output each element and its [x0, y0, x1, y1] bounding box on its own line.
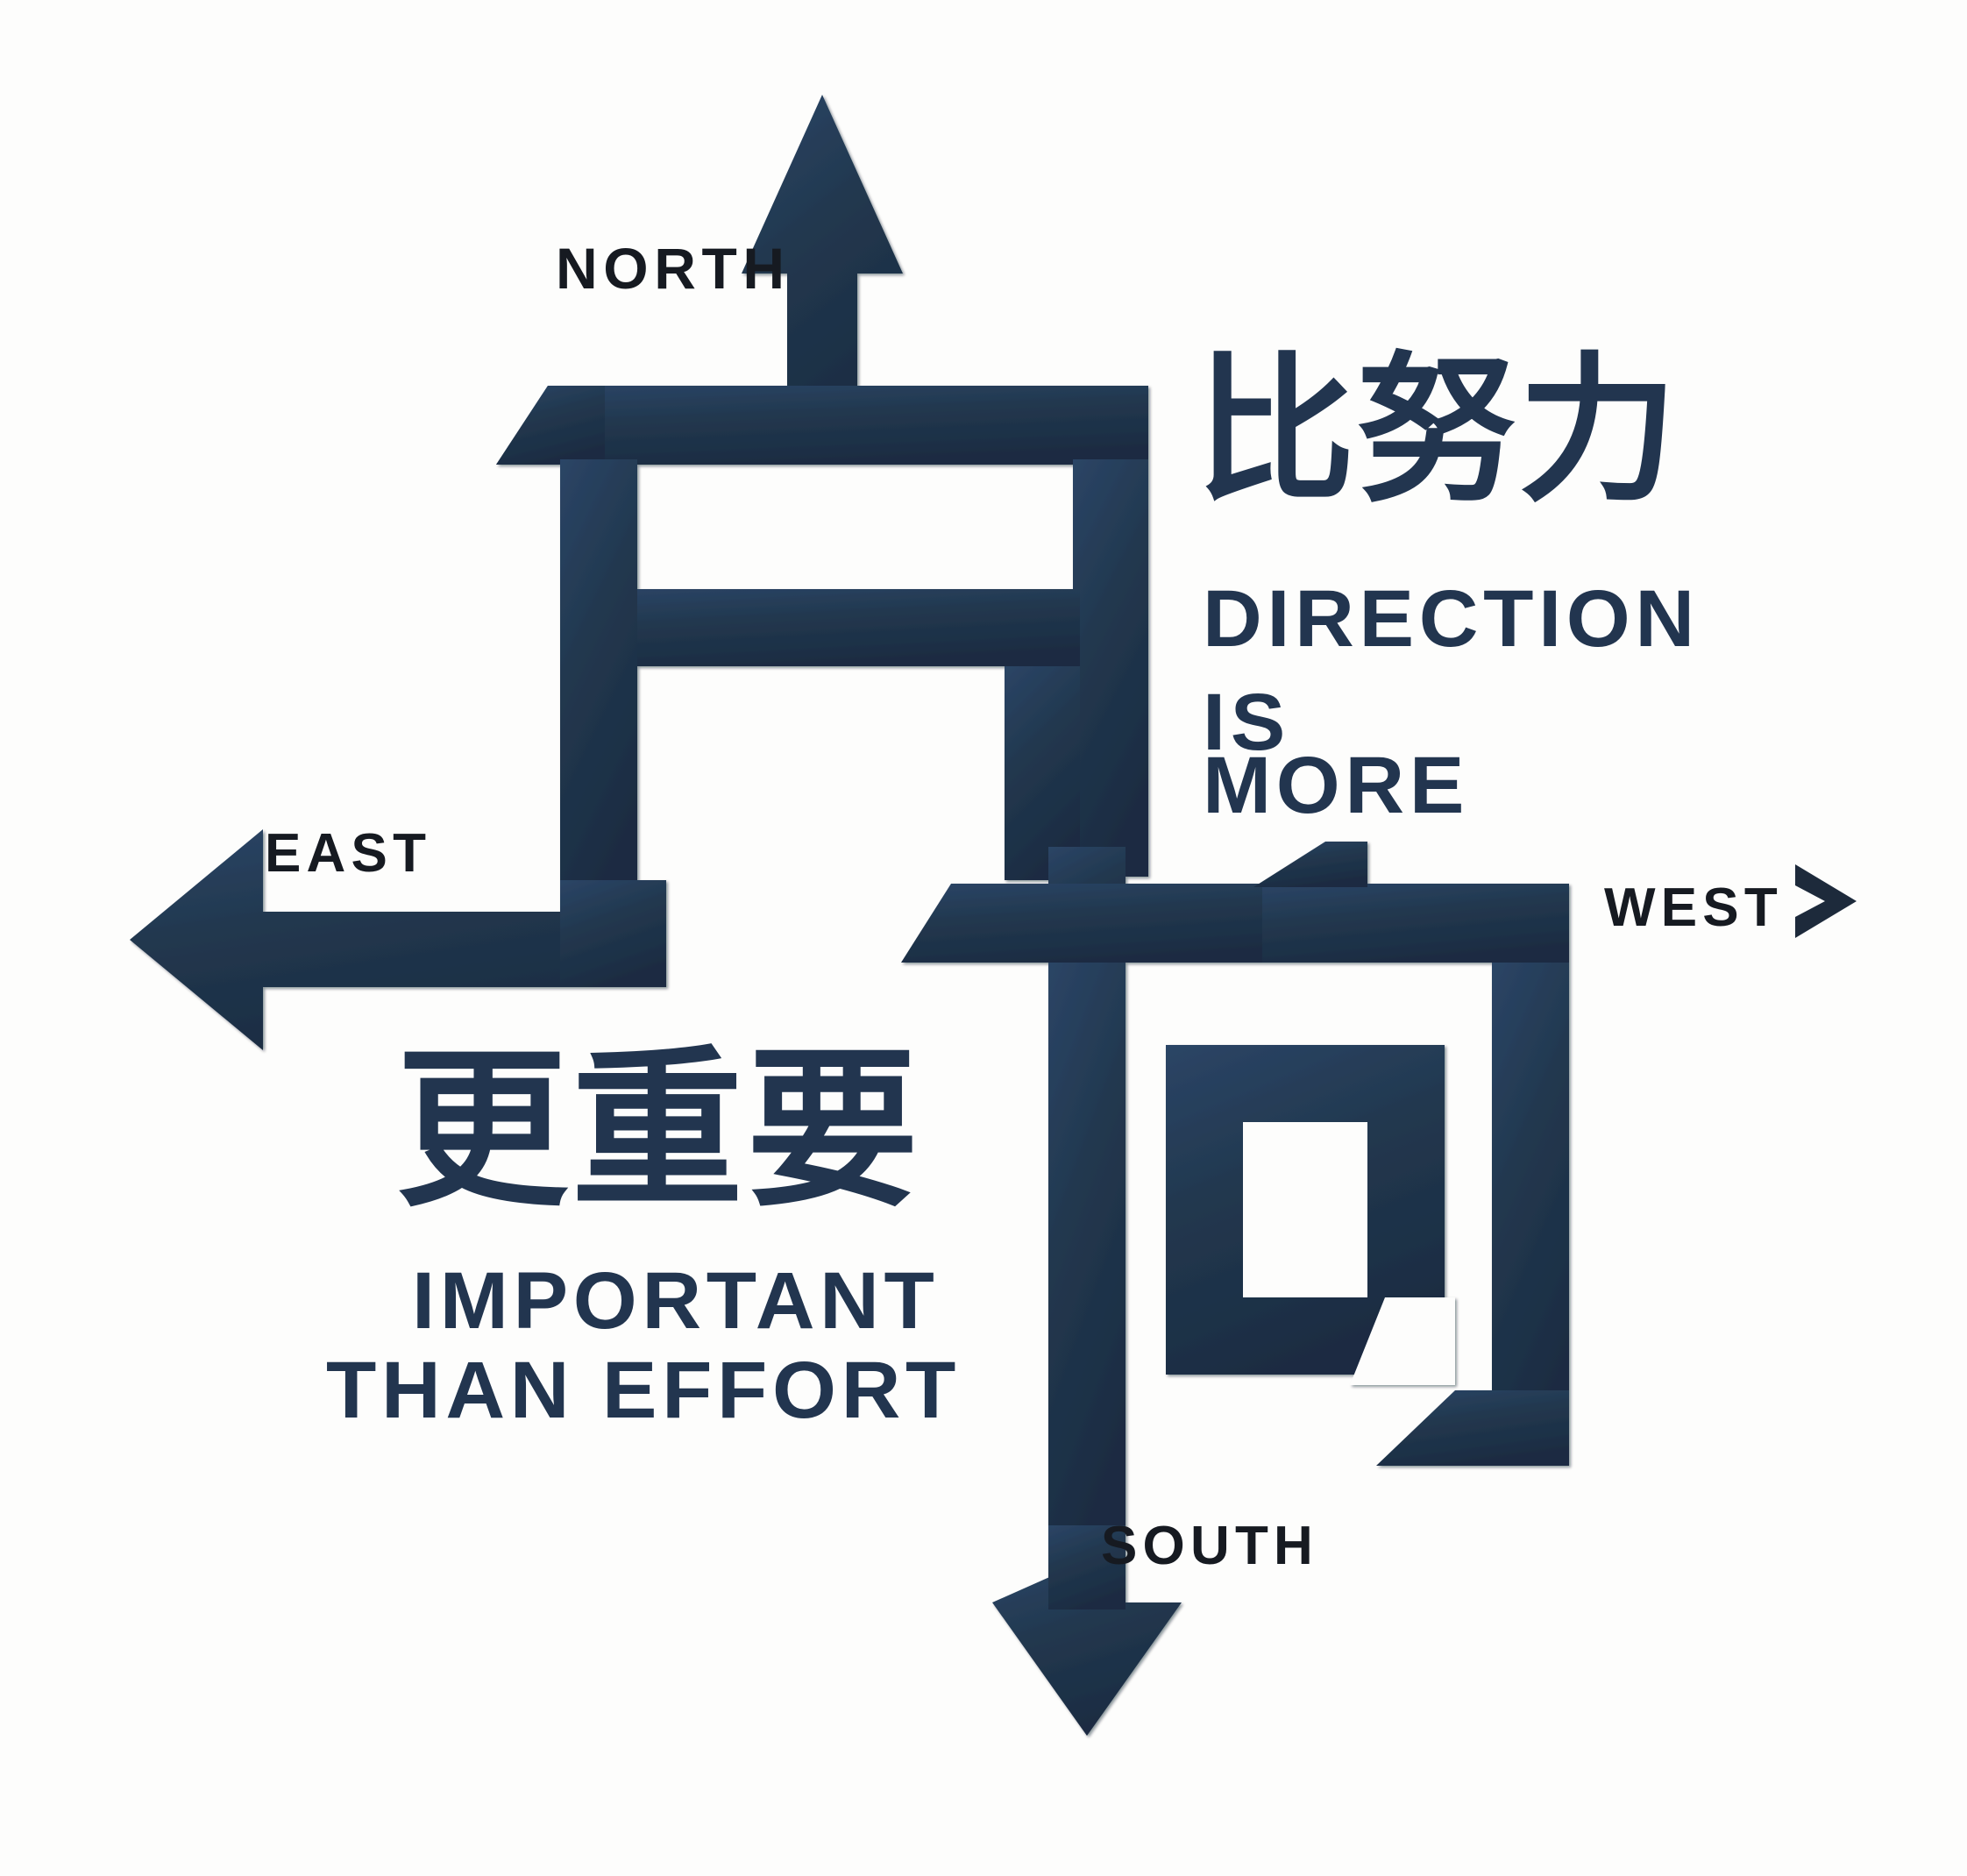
- xiang-right-hook: [1376, 1390, 1569, 1466]
- headline-line-1: DIRECTION: [1203, 574, 1700, 664]
- xiang-right-vertical: [1492, 963, 1569, 1466]
- compass-label-north: NORTH: [556, 236, 791, 301]
- xiang-top-bar: [901, 884, 1315, 963]
- north-arrow: [742, 95, 903, 459]
- fang-right-vertical: [1073, 459, 1148, 877]
- xiang-left-vertical: [1048, 963, 1126, 1559]
- south-arrow-shaft-cap: [1048, 1525, 1126, 1610]
- east-arrow: [130, 829, 637, 1050]
- xiang-top-bar-notch: [1253, 842, 1367, 887]
- fang-inner-horizontal: [561, 589, 1080, 666]
- fang-horizontal-stroke-tip: [496, 386, 605, 465]
- fang-left-vertical: [560, 459, 637, 912]
- south-arrow: [992, 1560, 1182, 1736]
- subhead-line-1: IMPORTANT: [412, 1256, 940, 1346]
- east-arrow-joint: [560, 880, 666, 987]
- xiang-top-bar-right: [1262, 884, 1569, 963]
- headline-chinese: 比努力: [1196, 338, 1679, 523]
- headline-line-2: IS: [1203, 678, 1290, 767]
- subhead-chinese: 更重要: [396, 1031, 922, 1231]
- xiang-inner-box-cut: [1350, 1297, 1455, 1385]
- compass-label-south: SOUTH: [1101, 1516, 1318, 1576]
- headline-line-3: MORE: [1203, 741, 1470, 830]
- compass-label-west: WEST: [1604, 878, 1783, 938]
- xiang-inner-box-window: [1243, 1122, 1367, 1297]
- fang-horizontal-stroke: [496, 386, 1148, 465]
- compass-label-east: EAST: [265, 823, 432, 884]
- subhead-line-2: THAN EFFORT: [326, 1346, 961, 1435]
- fang-pocket-right-vertical: [1005, 666, 1080, 880]
- chevron-right-icon: [1795, 864, 1857, 938]
